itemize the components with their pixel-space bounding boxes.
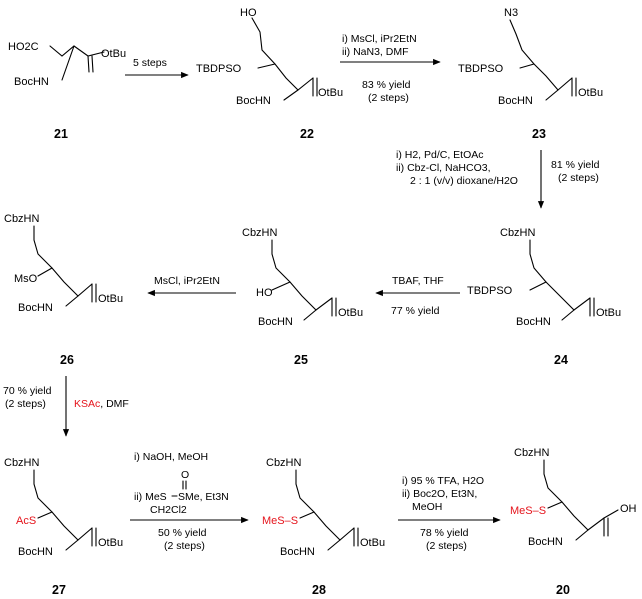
- step2-yield: 83 % yield: [362, 79, 411, 91]
- step1-conditions: 5 steps: [133, 57, 167, 69]
- boc-amine-label: BocHN: [498, 95, 533, 107]
- mesylate-label: MsO: [14, 273, 38, 285]
- compound-24: CbzHN TBDPSO BocHN OtBu 24: [467, 227, 621, 367]
- step7-oxo: O: [181, 469, 189, 481]
- boc-amine-label: BocHN: [236, 95, 271, 107]
- step3-yield: 81 % yield: [551, 159, 600, 171]
- disulfide-label: MeS–S: [262, 515, 298, 527]
- compound-28: CbzHN MeS–S BocHN OtBu 28: [262, 457, 385, 597]
- carbamate-label: CbzHN: [500, 227, 536, 239]
- compound-number-20: 20: [556, 583, 570, 597]
- azide-label: N3: [504, 7, 518, 19]
- boc-amine-label: BocHN: [18, 302, 53, 314]
- step8-note: (2 steps): [426, 540, 467, 552]
- tbu-ester-label: OtBu: [98, 293, 123, 305]
- compound-number-22: 22: [300, 127, 314, 141]
- tbu-ester-label: OtBu: [101, 48, 126, 60]
- compound-25: CbzHN HO BocHN OtBu 25: [242, 227, 363, 367]
- compound-number-23: 23: [532, 127, 546, 141]
- tbu-ester-label: OtBu: [98, 537, 123, 549]
- step3-note: (2 steps): [558, 172, 599, 184]
- thioacetate-label: AcS: [16, 515, 36, 527]
- hydroxyl-label: HO: [240, 7, 257, 19]
- boc-amine-label: BocHN: [14, 76, 49, 88]
- boc-amine-label: BocHN: [18, 546, 53, 558]
- compound-number-24: 24: [554, 353, 568, 367]
- ksac-reagent: KSAc: [74, 398, 100, 410]
- compound-number-25: 25: [294, 353, 308, 367]
- step3-line2: ii) Cbz-Cl, NaHCO3,: [396, 162, 491, 174]
- disulfide-label: MeS–S: [510, 505, 546, 517]
- step6-yield: 70 % yield: [3, 385, 52, 397]
- carbamate-label: CbzHN: [242, 227, 278, 239]
- step6-note: (2 steps): [5, 398, 46, 410]
- carbamate-label: CbzHN: [4, 457, 40, 469]
- carboxylic-acid-label: HO2C: [8, 41, 39, 53]
- boc-amine-label: BocHN: [516, 316, 551, 328]
- carbamate-label: CbzHN: [4, 213, 40, 225]
- boc-amine-label: BocHN: [258, 316, 293, 328]
- carbamate-label: CbzHN: [266, 457, 302, 469]
- boc-amine-label: BocHN: [528, 536, 563, 548]
- compound-21: HO2C BocHN OtBu 21: [8, 41, 126, 141]
- tbu-ester-label: OtBu: [596, 307, 621, 319]
- step6-reagents: KSAc, DMF: [74, 398, 129, 410]
- compound-22: HO TBDPSO BocHN OtBu 22: [196, 7, 343, 141]
- step7-solvent: CH2Cl2: [150, 504, 187, 516]
- compound-26: CbzHN MsO BocHN OtBu 26: [4, 213, 123, 367]
- step7-line1: i) NaOH, MeOH: [134, 451, 208, 463]
- carbamate-label: CbzHN: [514, 447, 550, 459]
- compound-27: CbzHN AcS BocHN OtBu 27: [4, 457, 123, 597]
- carboxylic-acid-oh-label: OH: [620, 503, 637, 515]
- step8-yield: 78 % yield: [420, 527, 469, 539]
- step7-line2b: SMe, Et3N: [178, 491, 229, 503]
- tbu-ester-label: OtBu: [338, 307, 363, 319]
- compound-number-21: 21: [54, 127, 68, 141]
- silyl-ether-label: TBDPSO: [467, 285, 513, 297]
- silyl-ether-label: TBDPSO: [458, 63, 504, 75]
- step4-conditions: TBAF, THF: [392, 275, 444, 287]
- compound-number-28: 28: [312, 583, 326, 597]
- step5-conditions: MsCl, iPr2EtN: [154, 275, 220, 287]
- step3-line3: 2 : 1 (v/v) dioxane/H2O: [410, 175, 518, 187]
- step2-note: (2 steps): [368, 92, 409, 104]
- tbu-ester-label: OtBu: [360, 537, 385, 549]
- compound-20: CbzHN MeS–S BocHN OH 20: [510, 447, 637, 597]
- hydroxyl-label: HO: [256, 287, 273, 299]
- tbu-ester-label: OtBu: [578, 87, 603, 99]
- compound-number-26: 26: [60, 353, 74, 367]
- step8-line3: MeOH: [412, 501, 442, 513]
- boc-amine-label: BocHN: [280, 546, 315, 558]
- step2-line2: ii) NaN3, DMF: [342, 46, 409, 58]
- tbu-ester-label: OtBu: [318, 87, 343, 99]
- compound-number-27: 27: [52, 583, 66, 597]
- step4-yield: 77 % yield: [391, 305, 440, 317]
- step7-yield: 50 % yield: [158, 527, 207, 539]
- step7-note: (2 steps): [164, 540, 205, 552]
- silyl-ether-label: TBDPSO: [196, 63, 242, 75]
- step2-line1: i) MsCl, iPr2EtN: [342, 33, 417, 45]
- step3-line1: i) H2, Pd/C, EtOAc: [396, 149, 484, 161]
- step7-line2a: ii) MeS: [134, 491, 167, 503]
- ksac-solvent: , DMF: [100, 398, 129, 410]
- compound-23: N3 TBDPSO BocHN OtBu 23: [458, 7, 603, 141]
- step8-line2: ii) Boc2O, Et3N,: [402, 488, 477, 500]
- step8-line1: i) 95 % TFA, H2O: [402, 475, 484, 487]
